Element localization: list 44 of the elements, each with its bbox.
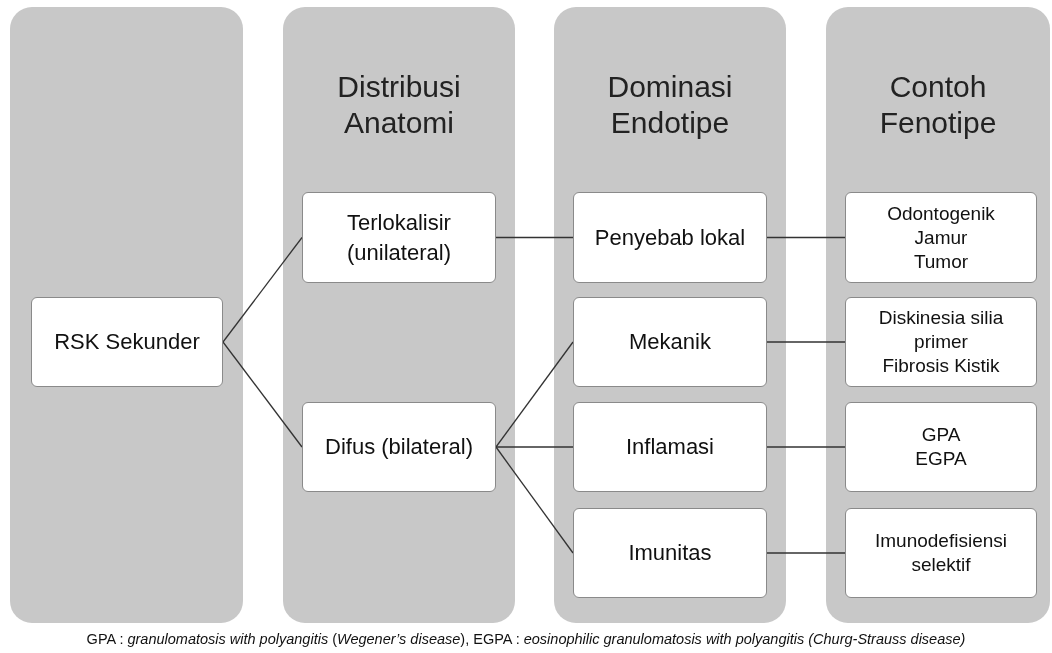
connector-line bbox=[766, 236, 846, 239]
text-box bbox=[31, 297, 223, 387]
caption: GPA : granulomatosis with polyangitis (Wegener’s disease), EGPA : eosinophilic granulomatosis with polyangitis (Churg-Strauss disease) bbox=[85, 630, 967, 649]
connector-line bbox=[495, 236, 574, 239]
column-heading: Dominasi Endotipe bbox=[606, 69, 734, 141]
connector-line bbox=[766, 446, 846, 448]
connector-line bbox=[495, 341, 574, 448]
box-text: Diskinesia silia primer bbox=[877, 306, 1005, 354]
box-text: Tumor bbox=[913, 249, 969, 274]
box-text: GPA bbox=[921, 423, 961, 447]
connector-line bbox=[766, 341, 846, 343]
text-box bbox=[845, 508, 1037, 598]
text-box bbox=[573, 192, 767, 283]
text-box bbox=[302, 192, 496, 283]
connector-line bbox=[766, 552, 846, 554]
box-text: Jamur bbox=[914, 225, 968, 250]
box-text: RSK Sekunder bbox=[54, 328, 200, 356]
text-box bbox=[573, 508, 767, 598]
column-band bbox=[283, 7, 515, 623]
connector-line bbox=[222, 236, 303, 343]
box-text: Inflamasi bbox=[625, 433, 714, 461]
box-text: Penyebab lokal bbox=[594, 223, 746, 252]
text-box bbox=[573, 402, 767, 492]
box-text: Mekanik bbox=[629, 328, 711, 356]
box-text: Odontogenik bbox=[887, 201, 995, 226]
text-box bbox=[845, 402, 1037, 492]
box-text: Fibrosis Kistik bbox=[882, 354, 1000, 378]
box-text: Imunitas bbox=[628, 539, 712, 567]
text-box bbox=[845, 297, 1037, 387]
connector-line bbox=[495, 446, 574, 554]
connector-line bbox=[495, 446, 574, 448]
box-text: Terlokalisir (unilateral) bbox=[346, 208, 452, 267]
column-band bbox=[10, 7, 243, 623]
text-box bbox=[573, 297, 767, 387]
column-heading: Contoh Fenotipe bbox=[878, 69, 998, 141]
box-text: EGPA bbox=[915, 447, 967, 471]
text-box bbox=[845, 192, 1037, 283]
box-text: Imunodefisiensi selektif bbox=[874, 529, 1008, 577]
text-box bbox=[302, 402, 496, 492]
box-text: Difus (bilateral) bbox=[325, 433, 473, 461]
column-band bbox=[554, 7, 786, 623]
connector-line bbox=[222, 341, 303, 448]
column-heading: Distribusi Anatomi bbox=[336, 69, 462, 141]
column-band bbox=[826, 7, 1050, 623]
